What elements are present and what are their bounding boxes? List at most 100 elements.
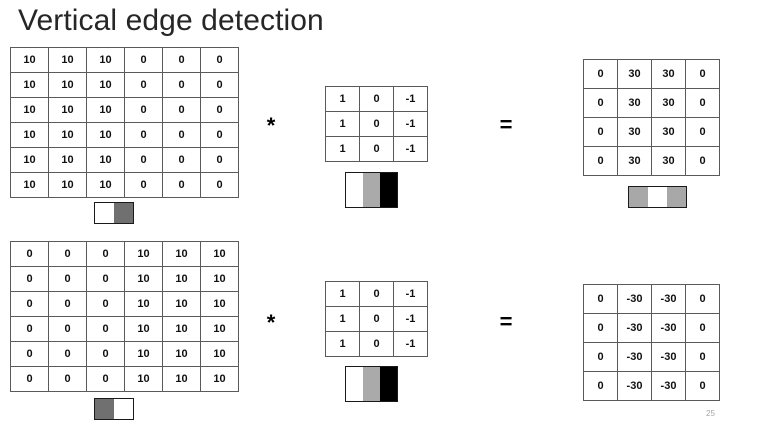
- strip-band-1: [363, 367, 380, 401]
- slide-page-number: 25: [706, 409, 715, 418]
- matrix-cell: 0: [86, 316, 125, 342]
- matrix-cell: 0: [200, 147, 239, 173]
- matrix-cell: 10: [200, 341, 239, 367]
- matrix-cell: 10: [48, 47, 87, 73]
- matrix-cell: 0: [86, 241, 125, 267]
- matrix-cell: 10: [162, 266, 201, 292]
- matrix-cell: 0: [10, 266, 49, 292]
- strip-band-1: [363, 173, 380, 207]
- matrix-cell: 10: [200, 266, 239, 292]
- matrix-cell: 0: [48, 241, 87, 267]
- strip-band-0: [346, 173, 363, 207]
- strip-band-0: [629, 187, 648, 207]
- strip-band-0: [95, 203, 114, 223]
- matrix-cell: 30: [651, 117, 686, 147]
- matrix-cell: 10: [200, 316, 239, 342]
- matrix-cell: 10: [200, 366, 239, 392]
- matrix-cell: 0: [86, 366, 125, 392]
- matrix-cell: 30: [617, 117, 652, 147]
- matrix-cell: 10: [124, 341, 163, 367]
- matrix-cell: 0: [162, 147, 201, 173]
- matrix-cell: 0: [10, 341, 49, 367]
- matrix-cell: -1: [393, 306, 428, 332]
- matrix-cell: 0: [10, 316, 49, 342]
- matrix-cell: 0: [200, 122, 239, 148]
- filter-image-strip-1: [345, 172, 398, 208]
- matrix-cell: 0: [48, 291, 87, 317]
- matrix-cell: 0: [583, 284, 618, 314]
- matrix-cell: 0: [86, 341, 125, 367]
- matrix-cell: 10: [124, 241, 163, 267]
- matrix-cell: 0: [359, 306, 394, 332]
- strip-band-2: [380, 367, 397, 401]
- matrix-cell: 0: [162, 97, 201, 123]
- matrix-cell: 30: [617, 146, 652, 176]
- matrix-cell: 0: [685, 88, 720, 118]
- strip-band-2: [380, 173, 397, 207]
- matrix-cell: 0: [583, 146, 618, 176]
- matrix-cell: -1: [393, 136, 428, 162]
- matrix-cell: 0: [48, 366, 87, 392]
- matrix-cell: -30: [651, 371, 686, 401]
- matrix-cell: 0: [124, 47, 163, 73]
- output-image-strip-positive-edge: [628, 186, 687, 208]
- matrix-cell: 10: [48, 122, 87, 148]
- matrix-cell: 10: [48, 147, 87, 173]
- matrix-cell: 10: [124, 366, 163, 392]
- matrix-cell: 0: [10, 291, 49, 317]
- matrix-cell: 0: [200, 72, 239, 98]
- matrix-cell: 10: [162, 291, 201, 317]
- matrix-cell: 10: [124, 266, 163, 292]
- matrix-cell: 10: [200, 241, 239, 267]
- matrix-cell: 0: [583, 59, 618, 89]
- matrix-cell: 1: [325, 86, 360, 112]
- strip-band-1: [114, 399, 133, 419]
- matrix-cell: 0: [583, 117, 618, 147]
- strip-band-0: [95, 399, 114, 419]
- matrix-cell: 10: [124, 316, 163, 342]
- matrix-cell: 10: [124, 291, 163, 317]
- matrix-cell: -30: [651, 342, 686, 372]
- matrix-cell: 0: [48, 266, 87, 292]
- input-image-strip-light-left: [94, 202, 134, 224]
- matrix-cell: -30: [617, 284, 652, 314]
- matrix-cell: 0: [200, 172, 239, 198]
- matrix-cell: 0: [86, 266, 125, 292]
- matrix-cell: 0: [124, 72, 163, 98]
- strip-band-1: [114, 203, 133, 223]
- matrix-cell: 10: [48, 97, 87, 123]
- matrix-cell: 1: [325, 136, 360, 162]
- strip-band-2: [667, 187, 686, 207]
- equals-operator: =: [499, 309, 513, 334]
- matrix-cell: 0: [48, 341, 87, 367]
- matrix-cell: 30: [617, 59, 652, 89]
- matrix-cell: 10: [10, 147, 49, 173]
- matrix-cell: 10: [48, 72, 87, 98]
- matrix-cell: 0: [10, 366, 49, 392]
- matrix-cell: 0: [583, 342, 618, 372]
- matrix-cell: 10: [10, 97, 49, 123]
- matrix-cell: 10: [162, 241, 201, 267]
- matrix-cell: 30: [651, 88, 686, 118]
- matrix-cell: 0: [685, 371, 720, 401]
